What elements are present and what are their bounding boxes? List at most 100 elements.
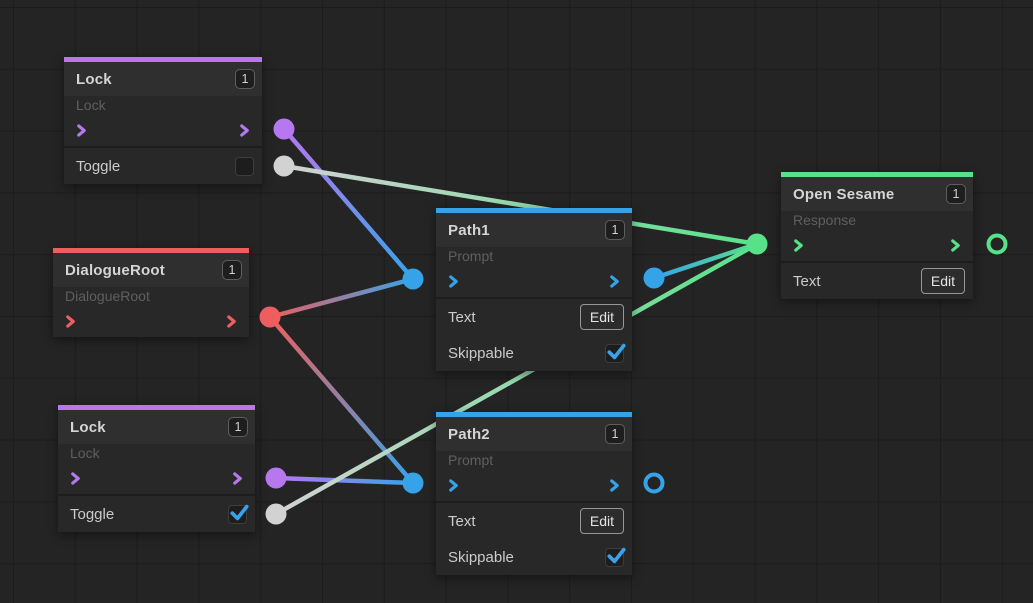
property-row-text: Text Edit — [436, 299, 632, 335]
node-accent-stripe — [436, 208, 632, 213]
port-open-sesame-out[interactable] — [986, 233, 1008, 255]
skippable-checkbox[interactable] — [605, 547, 626, 567]
node-subtitle: Prompt — [448, 452, 494, 468]
edge-dialogueroot-out-to-path1-in[interactable] — [267, 276, 416, 320]
port-lock-top-toggle-out[interactable] — [273, 155, 295, 177]
port-lock-bottom-out[interactable] — [265, 467, 287, 489]
node-port-row — [58, 462, 255, 494]
checkmark-icon — [607, 547, 626, 563]
chevron-right-icon[interactable] — [448, 274, 459, 288]
property-row-toggle: Toggle — [64, 148, 262, 184]
checkmark-icon — [230, 504, 249, 520]
node-divider — [781, 261, 973, 263]
property-row-skippable: Skippable — [436, 335, 632, 371]
node-accent-stripe — [64, 57, 262, 62]
node-count-badge[interactable]: 1 — [228, 417, 248, 437]
port-path1-in[interactable] — [402, 268, 424, 290]
edge-lock-bottom-toggle-out-to-open-sesame-in[interactable] — [273, 241, 760, 517]
node-divider — [436, 501, 632, 503]
checkmark-icon — [607, 343, 626, 359]
chevron-right-icon[interactable] — [793, 238, 804, 252]
node-title: Open Sesame — [793, 185, 895, 203]
chevron-right-icon[interactable] — [76, 123, 87, 137]
property-label: Toggle — [76, 157, 121, 175]
edit-text-button[interactable]: Edit — [920, 268, 965, 294]
node-title: Lock — [70, 418, 106, 436]
port-path1-out[interactable] — [643, 267, 665, 289]
property-label: Text — [793, 272, 821, 290]
edge-dialogueroot-out-to-path2-in[interactable] — [267, 314, 416, 486]
edge-lock-top-toggle-out-to-open-sesame-in[interactable] — [281, 163, 760, 247]
property-row-text: Text Edit — [436, 503, 632, 539]
property-label: Skippable — [448, 548, 514, 566]
chevron-right-icon[interactable] — [448, 478, 459, 492]
node-title: Path2 — [448, 425, 490, 443]
node-path1[interactable]: Path1 1 Prompt Text Edit Skippable — [436, 208, 632, 371]
property-label: Text — [448, 512, 476, 530]
node-port-row — [781, 229, 973, 261]
node-subtitle: Prompt — [448, 248, 494, 264]
chevron-right-icon[interactable] — [950, 238, 961, 252]
port-open-sesame-in[interactable] — [746, 233, 768, 255]
toggle-checkbox[interactable] — [235, 156, 254, 176]
node-port-row — [53, 305, 249, 337]
node-lock-bottom[interactable]: Lock 1 Lock Toggle — [58, 405, 255, 532]
node-port-row — [64, 114, 262, 146]
chevron-right-icon[interactable] — [609, 274, 620, 288]
chevron-right-icon[interactable] — [226, 314, 237, 328]
edit-text-button[interactable]: Edit — [579, 508, 624, 534]
edit-text-button[interactable]: Edit — [579, 304, 624, 330]
node-accent-stripe — [58, 405, 255, 410]
node-divider — [58, 494, 255, 496]
property-row-skippable: Skippable — [436, 539, 632, 575]
node-path2[interactable]: Path2 1 Prompt Text Edit Skippable — [436, 412, 632, 575]
chevron-right-icon[interactable] — [70, 471, 81, 485]
port-path2-out[interactable] — [643, 472, 665, 494]
edge-path1-out-to-open-sesame-in[interactable] — [651, 241, 760, 281]
node-count-badge[interactable]: 1 — [235, 69, 255, 89]
node-subtitle: Lock — [70, 445, 100, 461]
port-lock-bottom-toggle-out[interactable] — [265, 503, 287, 525]
node-subtitle: Response — [793, 212, 857, 228]
node-count-badge[interactable]: 1 — [605, 220, 625, 240]
toggle-checkbox[interactable] — [228, 504, 249, 524]
port-dialogueroot-out[interactable] — [259, 306, 281, 328]
node-header[interactable]: Path2 1 — [436, 417, 632, 451]
chevron-right-icon[interactable] — [609, 478, 620, 492]
node-lock-top[interactable]: Lock 1 Lock Toggle — [64, 57, 262, 184]
port-path2-in[interactable] — [402, 472, 424, 494]
node-subtitle: DialogueRoot — [65, 288, 150, 304]
property-label: Skippable — [448, 344, 514, 362]
property-row-text: Text Edit — [781, 263, 973, 299]
node-accent-stripe — [781, 172, 973, 177]
node-header[interactable]: Path1 1 — [436, 213, 632, 247]
node-subtitle: Lock — [76, 97, 106, 113]
node-accent-stripe — [436, 412, 632, 417]
node-count-badge[interactable]: 1 — [946, 184, 966, 204]
node-dialogue-root[interactable]: DialogueRoot 1 DialogueRoot — [53, 248, 249, 337]
node-port-row — [436, 469, 632, 501]
node-header[interactable]: Open Sesame 1 — [781, 177, 973, 211]
node-accent-stripe — [53, 248, 249, 253]
edge-lock-top-out-to-path1-in[interactable] — [281, 126, 416, 282]
node-count-badge[interactable]: 1 — [222, 260, 242, 280]
node-header[interactable]: DialogueRoot 1 — [53, 253, 249, 287]
node-port-row — [436, 265, 632, 297]
node-divider — [436, 297, 632, 299]
node-title: Path1 — [448, 221, 490, 239]
chevron-right-icon[interactable] — [232, 471, 243, 485]
node-header[interactable]: Lock 1 — [58, 410, 255, 444]
chevron-right-icon[interactable] — [65, 314, 76, 328]
node-header[interactable]: Lock 1 — [64, 62, 262, 96]
skippable-checkbox[interactable] — [605, 343, 626, 363]
property-label: Text — [448, 308, 476, 326]
edge-lock-bottom-out-to-path2-in[interactable] — [273, 475, 416, 486]
node-count-badge[interactable]: 1 — [605, 424, 625, 444]
node-divider — [64, 146, 262, 148]
chevron-right-icon[interactable] — [239, 123, 250, 137]
node-open-sesame[interactable]: Open Sesame 1 Response Text Edit — [781, 172, 973, 299]
port-lock-top-out[interactable] — [273, 118, 295, 140]
node-title: DialogueRoot — [65, 261, 165, 279]
